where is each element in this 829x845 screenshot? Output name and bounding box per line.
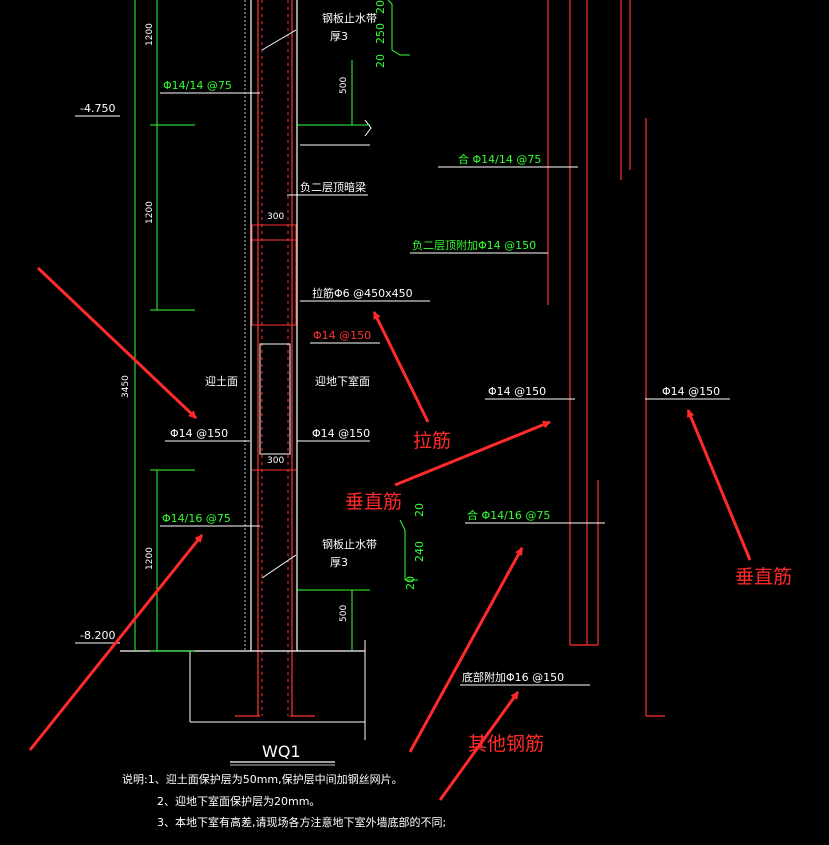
elevation-2: -8.200 <box>80 629 115 642</box>
bar-label-top-left: Φ14/14 @75 <box>163 79 232 92</box>
annotation-arrows <box>28 266 752 801</box>
detail-sketches <box>387 0 418 581</box>
note-3: 3、本地下室有高差,请现场各方注意地下室外墙底部的不同; <box>157 815 446 829</box>
basement-face-label: 迎地下室面 <box>315 374 370 388</box>
arrow-vertical-right <box>686 409 752 561</box>
dim-300-bottom: 300 <box>267 456 284 466</box>
dim-3450: 3450 <box>121 375 131 398</box>
annotation-other: 其他钢筋 <box>468 733 544 755</box>
beam-label: 负二层顶暗梁 <box>300 180 366 194</box>
combine-prefix-bottom: 合 <box>467 508 478 522</box>
left-vertical-label: Φ14 @150 <box>170 427 228 440</box>
bar-label-right-top-text: Φ14/14 @75 <box>473 153 542 166</box>
note-2: 2、迎地下室面保护层为20mm。 <box>157 794 320 808</box>
rebar-elevation <box>547 0 665 717</box>
dim-500-top: 500 <box>339 77 349 94</box>
dim-20-top-a: 20 <box>374 54 387 68</box>
arrow-other-a <box>408 547 524 753</box>
dim-20-top-b: 20 <box>374 0 387 14</box>
inner-vertical-label: Φ14 @150 <box>313 329 371 342</box>
bar-label-far-right: Φ14 @150 <box>662 385 720 398</box>
right-vertical-label: Φ14 @150 <box>312 427 370 440</box>
arrow-left-bottom <box>28 534 204 751</box>
dimension-texts: 1200 500 1200 300 3450 300 1200 500 250 … <box>121 0 426 622</box>
waterstop-thk-bottom: 厚3 <box>330 556 348 569</box>
dim-20-mid-a: 20 <box>413 503 426 517</box>
bar-label-right-bottom: 合 Φ14/16 @75 <box>467 508 550 522</box>
base-additional-label: 底部附加Φ16 @150 <box>462 670 564 684</box>
dim-500-bottom: 500 <box>339 605 349 622</box>
waterstop-label-top: 钢板止水带 <box>322 11 377 25</box>
wall-section <box>120 0 372 740</box>
annotation-tie: 拉筋 <box>413 430 451 452</box>
combine-prefix-top: 合 <box>458 152 469 166</box>
note-1: 说明:1、迎土面保护层为50mm,保护层中间加钢丝网片。 <box>122 772 403 786</box>
bar-label-right-top: 合 Φ14/14 @75 <box>458 152 541 166</box>
dim-1200-top: 1200 <box>145 23 155 46</box>
drawing-title: WQ1 <box>262 742 301 761</box>
dim-1200-bottom: 1200 <box>145 547 155 570</box>
arrow-left-vertical <box>36 266 198 420</box>
elevation-1: -4.750 <box>80 102 115 115</box>
notes: 说明:1、迎土面保护层为50mm,保护层中间加钢丝网片。 2、迎地下室面保护层为… <box>122 772 446 829</box>
dim-250-top: 250 <box>374 23 387 44</box>
waterstop-label-bottom: 钢板止水带 <box>322 537 377 551</box>
bar-label-right-bottom-text: Φ14/16 @75 <box>482 509 551 522</box>
leader-lines <box>75 92 730 686</box>
dim-240-mid: 240 <box>413 541 426 562</box>
dim-20-mid-b: 20 <box>404 576 417 590</box>
dim-1200-mid: 1200 <box>145 201 155 224</box>
annotation-vertical-right: 垂直筋 <box>735 566 792 588</box>
title-block: WQ1 <box>230 742 335 766</box>
arrow-other-b <box>438 691 520 801</box>
annotation-labels: 拉筋 垂直筋 垂直筋 其他钢筋 <box>345 430 792 755</box>
drawing-labels: 钢板止水带 厚3 Φ14/14 @75 -4.750 合 Φ14/14 @75 … <box>80 11 720 684</box>
tie-bar-label: 拉筋Φ6 @450x450 <box>312 286 413 300</box>
arrow-tie <box>372 311 430 423</box>
waterstop-thk-top: 厚3 <box>330 30 348 43</box>
bar-label-mid-right: Φ14 @150 <box>488 385 546 398</box>
dimension-lines <box>134 0 370 652</box>
bar-label-bottom-left: Φ14/16 @75 <box>162 512 231 525</box>
dim-300-top: 300 <box>267 212 284 222</box>
annotation-vertical-mid: 垂直筋 <box>345 491 402 513</box>
soil-face-label: 迎土面 <box>205 375 238 388</box>
bar-label-additional: 负二层顶附加Φ14 @150 <box>412 238 536 252</box>
arrow-vertical-mid <box>394 420 551 487</box>
